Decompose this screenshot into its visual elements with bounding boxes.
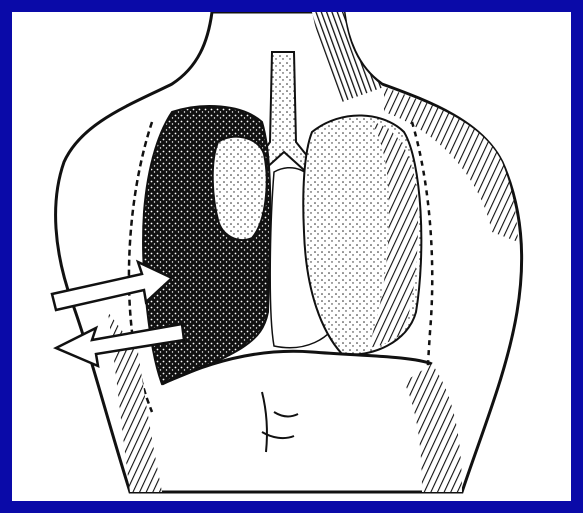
chest-illustration [12, 12, 571, 501]
illustration-canvas [12, 12, 571, 501]
collapsed-lung [213, 137, 267, 240]
